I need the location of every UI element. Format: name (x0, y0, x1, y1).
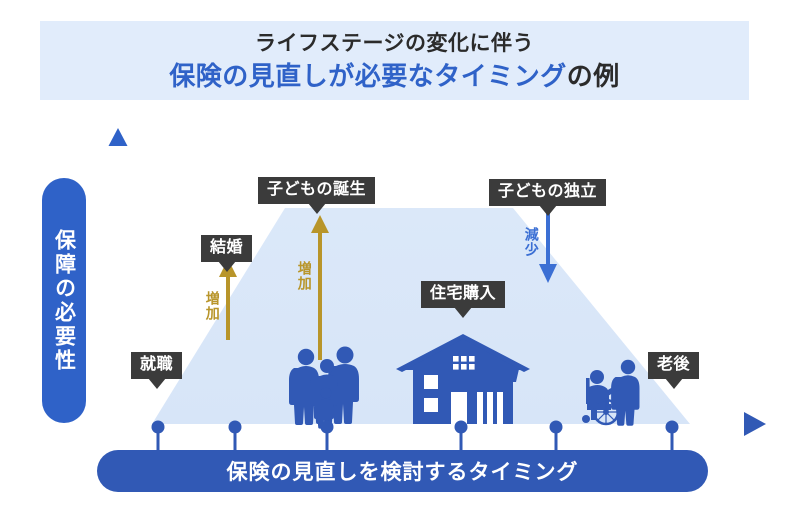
increase-arrow-childbirth (311, 215, 329, 360)
callout-home-purchase-label: 住宅購入 (430, 285, 497, 302)
callout-marriage[interactable]: 結婚 (201, 235, 253, 272)
callout-childbirth[interactable]: 子どもの誕生 (258, 177, 376, 214)
callout-employment-label: 就職 (140, 356, 174, 373)
header-title: 保険の見直しが必要なタイミングの例 (40, 59, 749, 93)
trend-increase-childbirth-label: 増加 (296, 261, 313, 291)
elderly-silhouette (582, 359, 640, 426)
timeline-marker (151, 420, 165, 452)
callout-childbirth-label: 子どもの誕生 (267, 181, 367, 198)
y-axis-arrow (108, 128, 128, 424)
header-title-highlight: 保険の見直しが必要なタイミング (169, 61, 567, 91)
callout-employment[interactable]: 就職 (131, 352, 183, 389)
callout-child-independence[interactable]: 子どもの独立 (489, 179, 607, 216)
callout-home-purchase[interactable]: 住宅購入 (421, 281, 506, 318)
y-axis-label-pill: 保障の必要性 (42, 178, 86, 423)
trend-decrease-independence: 減少 (523, 227, 540, 257)
header-subtitle: ライフステージの変化に伴う (254, 32, 535, 55)
timeline-banner[interactable]: 保険の見直しを検討するタイミング (97, 450, 708, 492)
timeline-banner-label: 保険の見直しを検討するタイミング (226, 461, 579, 484)
timeline-marker (549, 420, 563, 452)
timeline-marker (665, 420, 679, 452)
family-silhouette (289, 346, 359, 429)
timeline-marker (320, 420, 334, 452)
trend-increase-marriage: 増加 (204, 291, 221, 321)
trend-decrease-independence-label: 減少 (523, 227, 540, 257)
decrease-arrow-independence (539, 212, 557, 283)
y-axis-label-text: 保障の必要性 (52, 228, 76, 373)
callout-child-independence-label: 子どもの独立 (498, 183, 598, 200)
timeline-markers (151, 420, 679, 452)
callout-old-age[interactable]: 老後 (648, 352, 700, 389)
callout-marriage-label: 結婚 (210, 239, 244, 256)
trend-increase-childbirth: 増加 (296, 261, 313, 291)
house-silhouette (396, 334, 530, 424)
timeline-marker (228, 420, 242, 452)
header-band (40, 21, 749, 100)
header-title-tail: の例 (566, 61, 620, 91)
trend-increase-marriage-label: 増加 (204, 291, 221, 321)
coverage-need-area (152, 208, 690, 424)
timeline-marker (454, 420, 468, 452)
callout-old-age-label: 老後 (657, 356, 691, 373)
